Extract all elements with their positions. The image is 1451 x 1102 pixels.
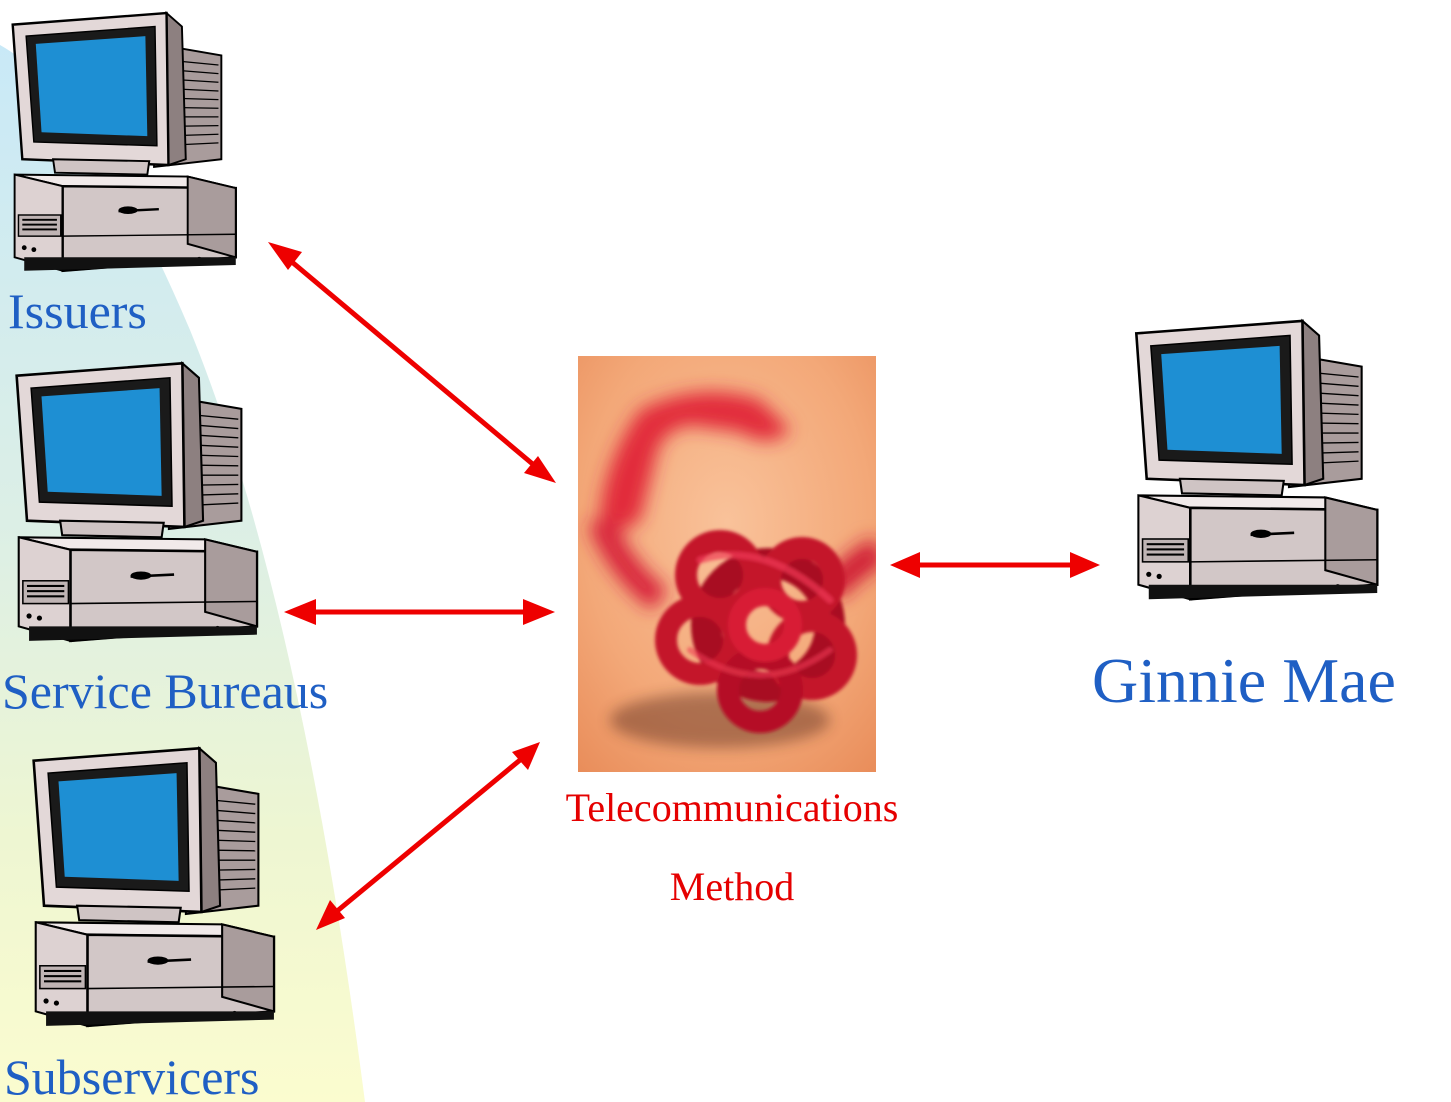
arrow-issuers-hub	[290, 260, 537, 468]
arrowhead-subservicers	[316, 900, 345, 930]
subservicers-label: Subservicers	[4, 1049, 260, 1102]
arrowhead-ginnie-mae	[1070, 552, 1100, 578]
telecom-label-line1: Telecommunications	[566, 785, 899, 830]
arrowhead-issuers	[268, 242, 302, 270]
telecom-label-line2: Method	[670, 864, 794, 909]
service-bureaus-label: Service Bureaus	[2, 663, 328, 719]
telecom-photo	[578, 356, 876, 772]
issuers-label: Issuers	[8, 283, 147, 339]
arrowhead-hub-from-ginnie-mae	[890, 552, 920, 578]
service-bureaus-computer-icon	[15, 361, 259, 643]
arrowhead-hub-from-subservicers	[512, 742, 540, 770]
connection-arrows	[268, 242, 1100, 930]
arrowhead-hub-from-service-bureaus	[523, 599, 555, 625]
ginnie-mae-computer-icon	[1134, 319, 1379, 601]
subservicers-computer-icon	[32, 746, 276, 1028]
issuers-computer-icon	[11, 11, 237, 272]
arrow-subservicers-hub	[334, 758, 522, 914]
arrowhead-service-bureaus	[284, 599, 316, 625]
arrowhead-hub-from-issuers	[524, 456, 556, 483]
ginnie-mae-label: Ginnie Mae	[1092, 645, 1396, 716]
